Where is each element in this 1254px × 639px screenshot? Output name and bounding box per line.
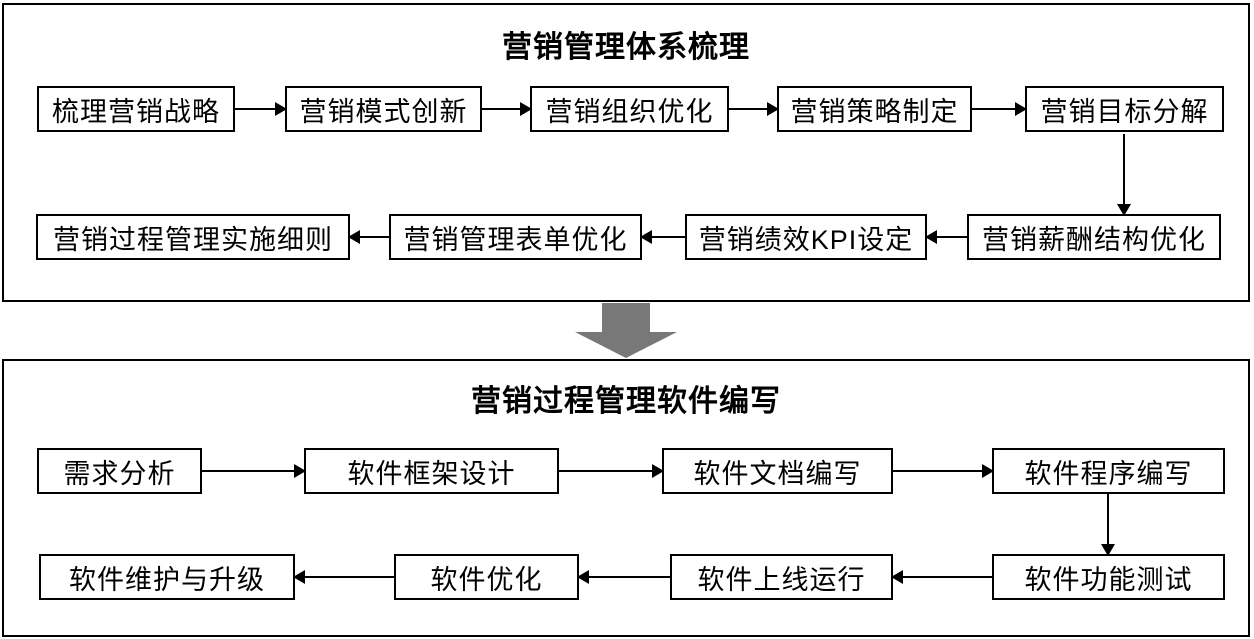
arrow-right-icon: [729, 102, 779, 116]
node-marketing-tactics-formulation: 营销策略制定: [777, 86, 972, 132]
node-software-maintenance-upgrade: 软件维护与升级: [39, 554, 295, 600]
arrow-right-icon: [972, 102, 1027, 116]
panel-title-marketing-system: 营销管理体系梳理: [502, 31, 750, 64]
arrow-down-icon: [1101, 494, 1115, 556]
arrow-left-icon: [577, 570, 670, 584]
big-down-arrow-head: [575, 332, 677, 358]
node-marketing-process-implementation-rules: 营销过程管理实施细则: [36, 214, 350, 260]
node-software-programming: 软件程序编写: [992, 448, 1225, 494]
node-sort-marketing-strategy: 梳理营销战略: [37, 86, 235, 132]
node-marketing-kpi-setting: 营销绩效KPI设定: [685, 214, 927, 260]
panel-software-development: 营销过程管理软件编写 需求分析 软件框架设计 软件文档编写 软件程序编写 软件维…: [2, 359, 1250, 637]
node-software-documentation: 软件文档编写: [662, 448, 893, 494]
arrow-right-icon: [893, 464, 994, 478]
arrow-right-icon: [559, 464, 664, 478]
arrow-left-icon: [348, 230, 389, 244]
arrow-down-icon: [1117, 134, 1131, 216]
arrow-left-icon: [891, 570, 992, 584]
node-marketing-goal-decomposition: 营销目标分解: [1025, 86, 1224, 132]
arrow-left-icon: [293, 570, 394, 584]
big-down-arrow-stem: [602, 303, 650, 333]
node-software-launch-operation: 软件上线运行: [670, 554, 893, 600]
node-marketing-form-optimization: 营销管理表单优化: [389, 214, 642, 260]
node-software-optimization: 软件优化: [394, 554, 579, 600]
node-marketing-compensation-structure: 营销薪酬结构优化: [967, 214, 1221, 260]
node-marketing-org-optimization: 营销组织优化: [530, 86, 729, 132]
arrow-right-icon: [482, 102, 532, 116]
node-marketing-model-innovation: 营销模式创新: [285, 86, 482, 132]
panel-marketing-system: 营销管理体系梳理 梳理营销战略 营销模式创新 营销组织优化 营销策略制定 营销目…: [2, 3, 1250, 302]
arrow-right-icon: [235, 102, 287, 116]
arrow-left-icon: [925, 230, 967, 244]
node-software-framework-design: 软件框架设计: [304, 448, 559, 494]
node-software-function-testing: 软件功能测试: [992, 554, 1225, 600]
arrow-right-icon: [202, 464, 306, 478]
panel-title-software-development: 营销过程管理软件编写: [471, 385, 781, 418]
arrow-left-icon: [640, 230, 685, 244]
node-requirements-analysis: 需求分析: [37, 448, 202, 494]
